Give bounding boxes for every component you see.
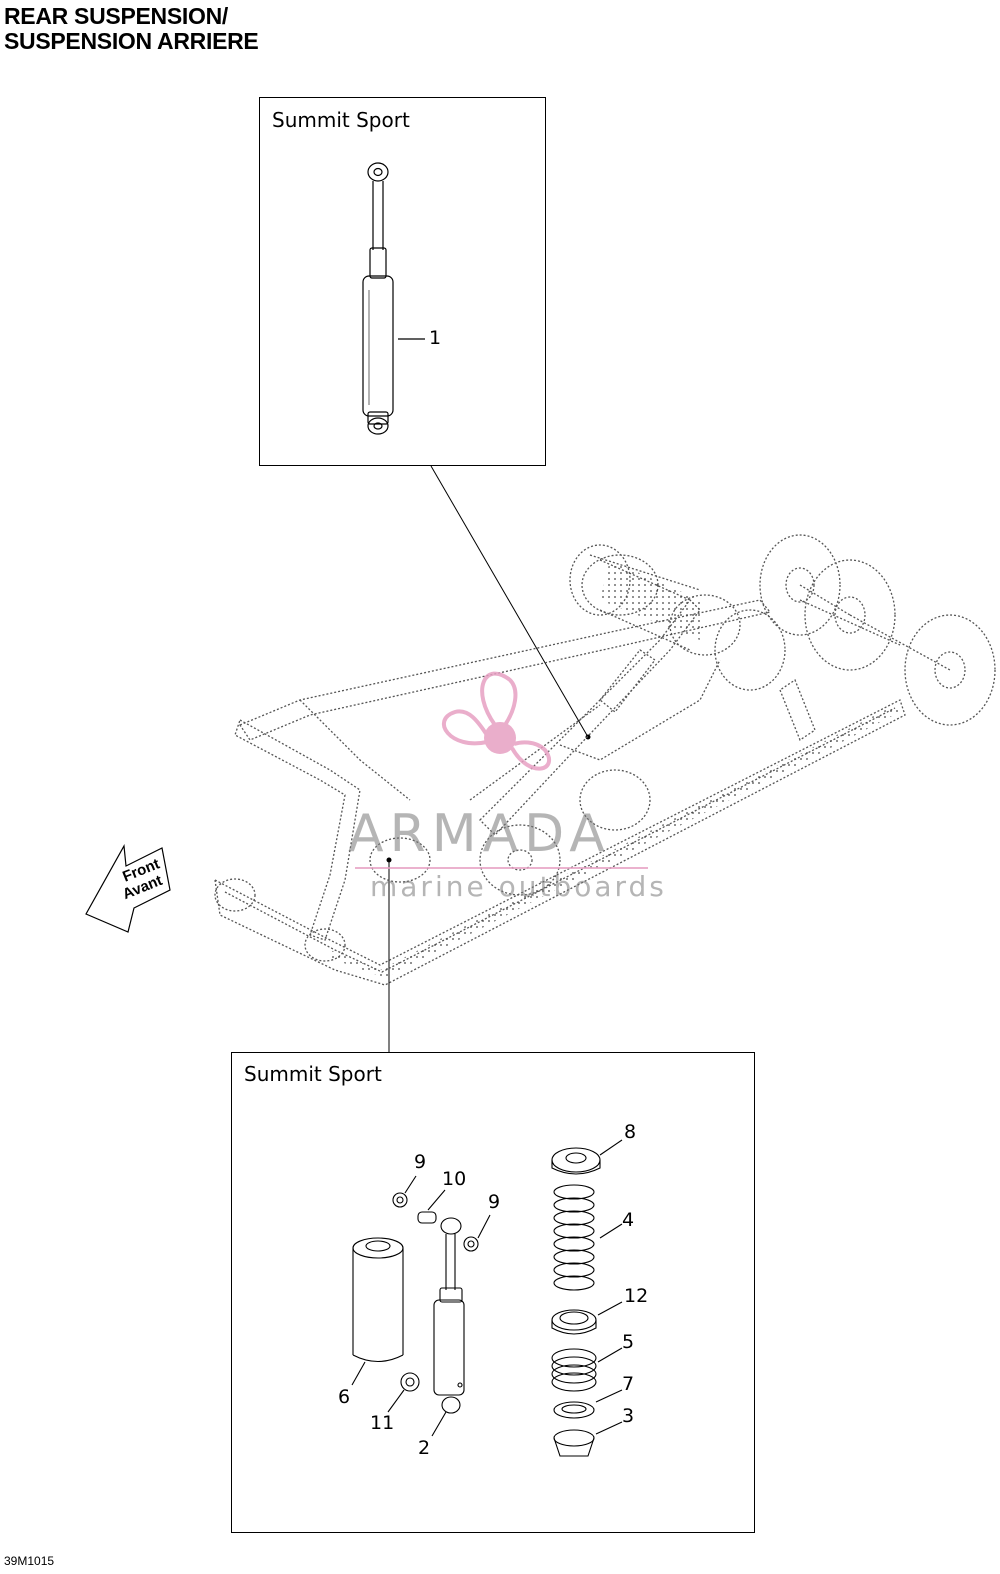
part-5-adjuster	[551, 1348, 597, 1392]
part-9-bushing-2	[463, 1236, 479, 1252]
part-7-washer	[553, 1401, 595, 1419]
part-10-pin	[417, 1211, 437, 1224]
part-3-seat	[553, 1429, 595, 1457]
figure-code: 39M1015	[4, 1554, 55, 1568]
callout-8: 8	[624, 1121, 637, 1143]
bottom-box-label: Summit Sport	[244, 1062, 382, 1086]
spring-texture	[600, 560, 700, 640]
callout-2: 2	[418, 1437, 431, 1459]
part-12-ring	[551, 1309, 597, 1335]
part-4-spring	[553, 1184, 595, 1291]
top-leader-line	[430, 465, 589, 738]
propeller-icon	[442, 671, 552, 771]
callout-11: 11	[370, 1412, 395, 1434]
callout-6: 6	[338, 1386, 351, 1408]
callout-9b: 9	[488, 1191, 501, 1213]
callout-4: 4	[622, 1209, 635, 1231]
part-9-bushing	[392, 1192, 408, 1208]
part-2-shock	[433, 1217, 465, 1414]
callout-1: 1	[429, 327, 442, 349]
callout-12: 12	[624, 1285, 649, 1307]
callout-10: 10	[442, 1168, 467, 1190]
top-detail-box	[259, 97, 546, 466]
part-8-seat	[551, 1147, 601, 1175]
part-11-bushing	[400, 1372, 420, 1392]
page-title: REAR SUSPENSION/ SUSPENSION ARRIERE	[4, 3, 259, 54]
watermark-brand: ARMADA	[348, 804, 611, 864]
front-direction-arrow	[85, 844, 171, 933]
bottom-box-parts	[351, 1139, 623, 1457]
top-box-label: Summit Sport	[272, 108, 410, 132]
bottom-detail-box	[231, 1052, 755, 1533]
top-shock-absorber	[362, 162, 425, 435]
rail-texture	[330, 705, 900, 978]
watermark-tagline: marine outboards	[370, 870, 667, 903]
callout-5: 5	[622, 1331, 635, 1353]
title-line-fr: SUSPENSION ARRIERE	[4, 28, 259, 54]
rear-suspension-assembly	[214, 534, 996, 986]
callout-3: 3	[622, 1405, 635, 1427]
part-6-boot	[352, 1237, 404, 1363]
callout-9: 9	[414, 1151, 427, 1173]
title-line-en: REAR SUSPENSION/	[4, 3, 228, 29]
callout-7: 7	[622, 1373, 635, 1395]
